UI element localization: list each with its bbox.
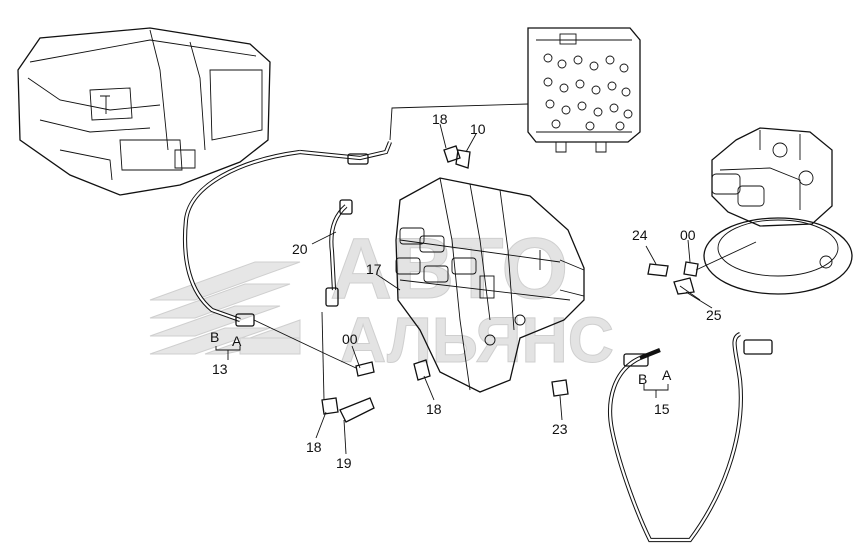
logo-emblem bbox=[149, 261, 301, 355]
callout-b-left: B bbox=[210, 329, 219, 345]
pilot-valve-block bbox=[527, 27, 641, 153]
callout-labels: 18 10 20 17 B A 13 00 18 18 19 23 24 00 … bbox=[210, 111, 722, 471]
callout-24: 24 bbox=[632, 227, 648, 243]
fittings bbox=[321, 145, 699, 423]
hose-lines bbox=[182, 103, 773, 543]
elbow-fitting-18 bbox=[443, 145, 461, 163]
callout-10: 10 bbox=[470, 121, 486, 137]
elbow-fitting-18-left bbox=[321, 397, 339, 415]
callout-18-bottom: 18 bbox=[306, 439, 322, 455]
callout-19: 19 bbox=[336, 455, 352, 471]
fitting-23 bbox=[551, 379, 569, 397]
fitting-00-right bbox=[683, 261, 699, 277]
adapter-19 bbox=[339, 397, 375, 423]
leader-lines bbox=[215, 123, 713, 455]
fitting-00 bbox=[355, 361, 375, 377]
callout-25: 25 bbox=[706, 307, 722, 323]
callout-13: 13 bbox=[212, 361, 228, 377]
callout-18-top: 18 bbox=[432, 111, 448, 127]
fitting-24 bbox=[647, 263, 669, 277]
callout-15: 15 bbox=[654, 401, 670, 417]
callout-a-right: A bbox=[662, 367, 672, 383]
watermark-logo: АВТО АЛЬЯНС bbox=[149, 221, 614, 377]
excavator-cab-illustration bbox=[17, 27, 271, 196]
swing-motor bbox=[703, 127, 853, 295]
elbow-fitting-18-lower bbox=[413, 359, 431, 381]
callout-18-mid: 18 bbox=[426, 401, 442, 417]
control-valve-assembly bbox=[395, 177, 585, 393]
callout-b-right: B bbox=[638, 371, 647, 387]
callout-20: 20 bbox=[292, 241, 308, 257]
callout-23: 23 bbox=[552, 421, 568, 437]
watermark-text-top: АВТО bbox=[330, 221, 568, 317]
elbow-fitting-25 bbox=[673, 277, 695, 295]
callout-00-right: 00 bbox=[680, 227, 696, 243]
callout-00-left: 00 bbox=[342, 331, 358, 347]
watermark-text-bottom: АЛЬЯНС bbox=[340, 304, 614, 376]
callout-17: 17 bbox=[366, 261, 382, 277]
callout-a-left: A bbox=[232, 333, 242, 349]
